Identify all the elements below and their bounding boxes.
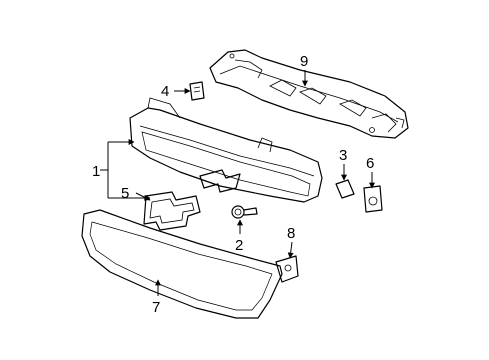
emblem-part-5 [143, 191, 201, 231]
bracket-part-8 [275, 255, 299, 283]
callout-3: 3 [339, 147, 347, 164]
upper-support-bar [209, 49, 409, 139]
callout-1: 1 [92, 163, 100, 180]
grille-frame-assembly [129, 97, 323, 203]
bracket-part-6 [363, 185, 383, 213]
clip-part-3 [335, 179, 355, 199]
callout-9: 9 [300, 53, 308, 70]
callout-8: 8 [287, 225, 295, 242]
callout-2: 2 [235, 237, 243, 254]
leader-lines [100, 70, 375, 296]
clip-part-4 [189, 81, 205, 101]
callout-5: 5 [121, 185, 129, 202]
callout-6: 6 [366, 155, 374, 172]
bolt-part-2 [231, 205, 258, 219]
callout-7: 7 [152, 299, 160, 316]
callout-4: 4 [161, 83, 169, 100]
lower-grille [81, 209, 283, 319]
